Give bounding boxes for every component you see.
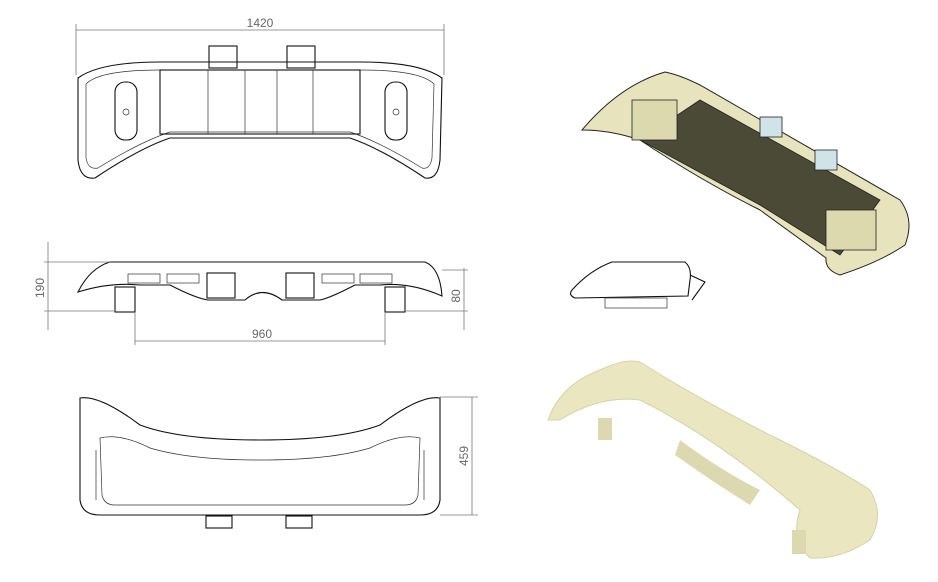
side-view <box>570 261 706 309</box>
bottom-view: 459 <box>79 396 478 529</box>
top-view: 1420 <box>75 16 445 179</box>
rendered-3d-view <box>547 360 878 559</box>
width-dimension-label: 1420 <box>247 16 274 30</box>
connector-left <box>208 45 238 69</box>
mount-spacing-dimension-label: 960 <box>252 327 272 341</box>
mount-height-dimension-label: 80 <box>449 289 463 303</box>
front-view: 190 80 960 <box>33 242 468 345</box>
height-dimension-label: 190 <box>33 278 47 298</box>
depth-dimension-label: 459 <box>457 446 471 466</box>
connector-right <box>286 45 316 69</box>
isometric-underside-view <box>580 71 910 276</box>
